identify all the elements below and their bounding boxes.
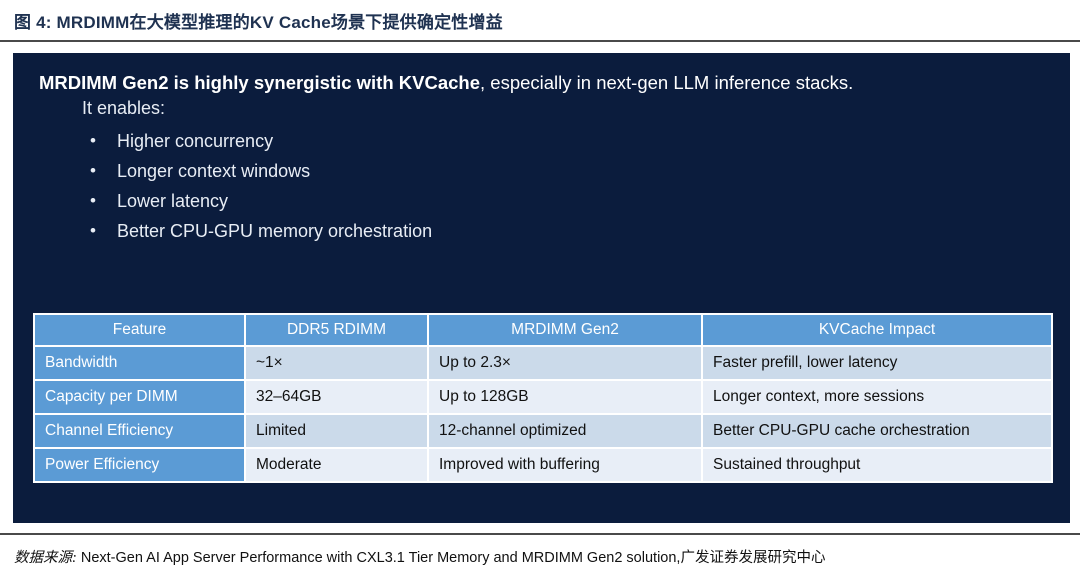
list-item: • Better CPU-GPU memory orchestration <box>82 216 982 246</box>
cell-ddr5: Limited <box>246 415 429 449</box>
column-header-mrdimm-gen2: MRDIMM Gen2 <box>429 313 703 347</box>
column-header-ddr5-rdimm: DDR5 RDIMM <box>246 313 429 347</box>
cell-impact: Sustained throughput <box>703 449 1053 483</box>
cell-ddr5: ~1× <box>246 347 429 381</box>
list-item: • Lower latency <box>82 186 982 216</box>
table-row: Channel Efficiency Limited 12-channel op… <box>33 415 1053 449</box>
bullet-icon: • <box>90 191 96 210</box>
source-note: 数据来源: Next-Gen AI App Server Performance… <box>14 546 825 567</box>
cell-feature: Power Efficiency <box>33 449 246 483</box>
enables-label: It enables: <box>82 98 166 118</box>
source-label: 数据来源: <box>14 550 77 566</box>
footer-divider <box>0 533 1080 535</box>
slide-headline-bold: MRDIMM Gen2 is highly synergistic with K… <box>39 72 481 93</box>
table-row: Power Efficiency Moderate Improved with … <box>33 449 1053 483</box>
cell-ddr5: Moderate <box>246 449 429 483</box>
cell-mrdimm: Up to 2.3× <box>429 347 703 381</box>
cell-impact: Faster prefill, lower latency <box>703 347 1053 381</box>
source-text: Next-Gen AI App Server Performance with … <box>76 550 681 566</box>
cell-ddr5: 32–64GB <box>246 381 429 415</box>
cell-feature: Bandwidth <box>33 347 246 381</box>
cell-mrdimm: 12-channel optimized <box>429 415 703 449</box>
bullet-icon: • <box>90 221 96 240</box>
comparison-table: Feature DDR5 RDIMM MRDIMM Gen2 KVCache I… <box>33 313 1053 483</box>
slide-headline: MRDIMM Gen2 is highly synergistic with K… <box>39 71 1049 94</box>
table-header-row: Feature DDR5 RDIMM MRDIMM Gen2 KVCache I… <box>33 313 1053 347</box>
table-row: Capacity per DIMM 32–64GB Up to 128GB Lo… <box>33 381 1053 415</box>
title-divider <box>0 40 1080 42</box>
list-item-label: Longer context windows <box>117 161 311 181</box>
bullet-icon: • <box>90 161 96 180</box>
slide-panel: MRDIMM Gen2 is highly synergistic with K… <box>13 53 1070 523</box>
list-item: • Longer context windows <box>82 156 982 186</box>
list-item-label: Higher concurrency <box>117 131 274 151</box>
cell-impact: Longer context, more sessions <box>703 381 1053 415</box>
list-item-label: Better CPU-GPU memory orchestration <box>117 221 433 241</box>
bullet-icon: • <box>90 131 96 150</box>
list-item-label: Lower latency <box>117 191 229 211</box>
page-title: 图 4: MRDIMM在大模型推理的KV Cache场景下提供确定性增益 <box>14 13 503 32</box>
cell-feature: Capacity per DIMM <box>33 381 246 415</box>
slide-headline-rest: , especially in next-gen LLM inference s… <box>480 72 854 93</box>
cell-mrdimm: Improved with buffering <box>429 449 703 483</box>
column-header-kvcache-impact: KVCache Impact <box>703 313 1053 347</box>
table-row: Bandwidth ~1× Up to 2.3× Faster prefill,… <box>33 347 1053 381</box>
cell-mrdimm: Up to 128GB <box>429 381 703 415</box>
source-org: 广发证券发展研究中心 <box>680 550 826 566</box>
list-item: • Higher concurrency <box>82 126 982 156</box>
cell-feature: Channel Efficiency <box>33 415 246 449</box>
benefits-list: • Higher concurrency • Longer context wi… <box>82 126 982 246</box>
column-header-feature: Feature <box>33 313 246 347</box>
cell-impact: Better CPU-GPU cache orchestration <box>703 415 1053 449</box>
